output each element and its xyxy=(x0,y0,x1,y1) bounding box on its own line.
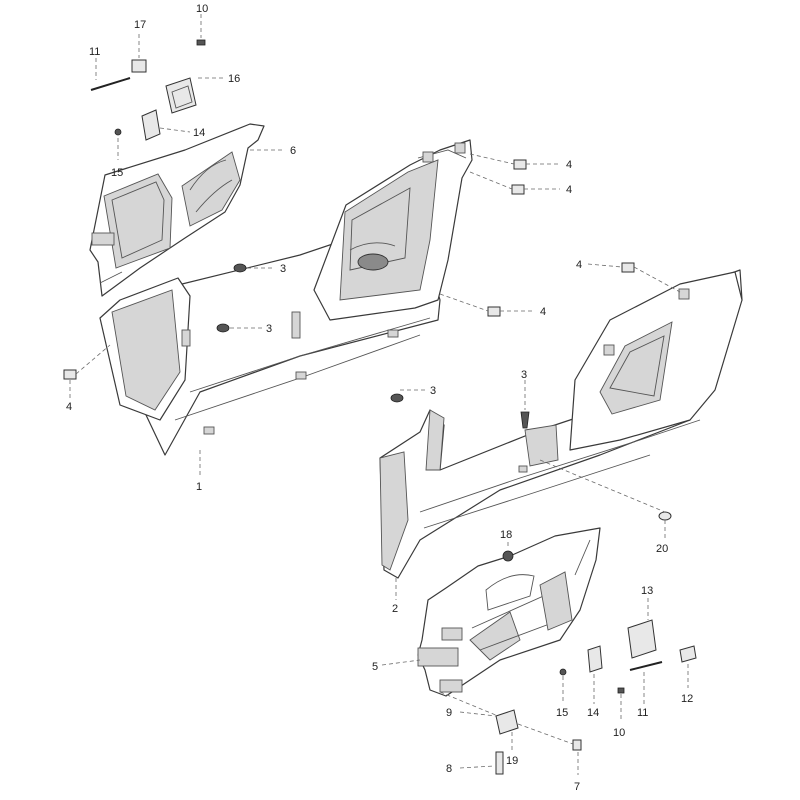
push-pin-20 xyxy=(658,511,672,521)
fastener-3b xyxy=(216,323,230,333)
callout-8: 8 xyxy=(446,763,452,775)
left-rocker-panel xyxy=(99,139,473,456)
callout-14-bottom: 14 xyxy=(587,707,599,719)
grommet-18 xyxy=(502,550,514,562)
callout-19: 19 xyxy=(506,755,518,767)
callout-6: 6 xyxy=(290,145,296,157)
callout-3c: 3 xyxy=(430,385,436,397)
callout-4b: 4 xyxy=(566,184,572,196)
callout-labels: 17 10 11 16 14 15 6 3 3 3 3 4 4 4 4 4 1 … xyxy=(66,3,693,793)
left-upper-trim-panel xyxy=(89,123,265,297)
callout-20: 20 xyxy=(656,543,668,555)
screw-15-top xyxy=(114,128,122,136)
screw-15-bottom xyxy=(559,668,567,676)
callout-3b: 3 xyxy=(266,323,272,335)
clip-4d xyxy=(621,262,635,273)
callout-9: 9 xyxy=(446,707,452,719)
clip-17 xyxy=(131,59,147,73)
callout-11-bottom: 11 xyxy=(637,707,648,719)
callout-15-bottom: 15 xyxy=(556,707,568,719)
pin-8 xyxy=(495,751,504,775)
fastener-3a xyxy=(233,263,247,273)
fasteners xyxy=(63,39,697,775)
bracket-13 xyxy=(627,619,657,659)
right-lower-trim-panel xyxy=(417,527,601,697)
callout-7: 7 xyxy=(574,781,580,793)
cap-12 xyxy=(679,645,697,663)
callout-4d: 4 xyxy=(576,259,582,271)
clip-4e xyxy=(63,369,77,380)
callout-10-top: 10 xyxy=(196,3,208,15)
clip-4c xyxy=(487,306,501,317)
callout-14-top: 14 xyxy=(193,127,205,139)
hinge-19 xyxy=(495,709,519,735)
leader-lines xyxy=(69,14,689,775)
callout-2: 2 xyxy=(392,603,398,615)
callout-12: 12 xyxy=(681,693,693,705)
fastener-3d xyxy=(520,411,530,429)
bolt-7 xyxy=(572,739,582,751)
clip-4b xyxy=(511,184,525,195)
callout-13: 13 xyxy=(641,585,653,597)
fastener-3c xyxy=(390,393,404,403)
callout-3a: 3 xyxy=(280,263,286,275)
callout-5: 5 xyxy=(372,661,378,673)
callout-17: 17 xyxy=(134,19,146,31)
callout-4a: 4 xyxy=(566,159,572,171)
latch-14-top xyxy=(141,109,161,141)
right-rocker-panel xyxy=(379,269,743,579)
latch-14-bottom xyxy=(587,645,603,673)
callout-15-top: 15 xyxy=(111,167,123,179)
callout-11-top: 11 xyxy=(89,46,100,58)
callout-1: 1 xyxy=(196,481,202,493)
callout-4e: 4 xyxy=(66,401,72,413)
callout-10-bottom: 10 xyxy=(613,727,625,739)
screw-10-bottom xyxy=(617,687,625,694)
callout-18: 18 xyxy=(500,529,512,541)
clip-4a xyxy=(513,159,527,170)
callout-4c: 4 xyxy=(540,306,546,318)
screw-10-top xyxy=(196,39,206,46)
callout-3d: 3 xyxy=(521,369,527,381)
bracket-16 xyxy=(165,77,197,114)
callout-16: 16 xyxy=(228,73,240,85)
